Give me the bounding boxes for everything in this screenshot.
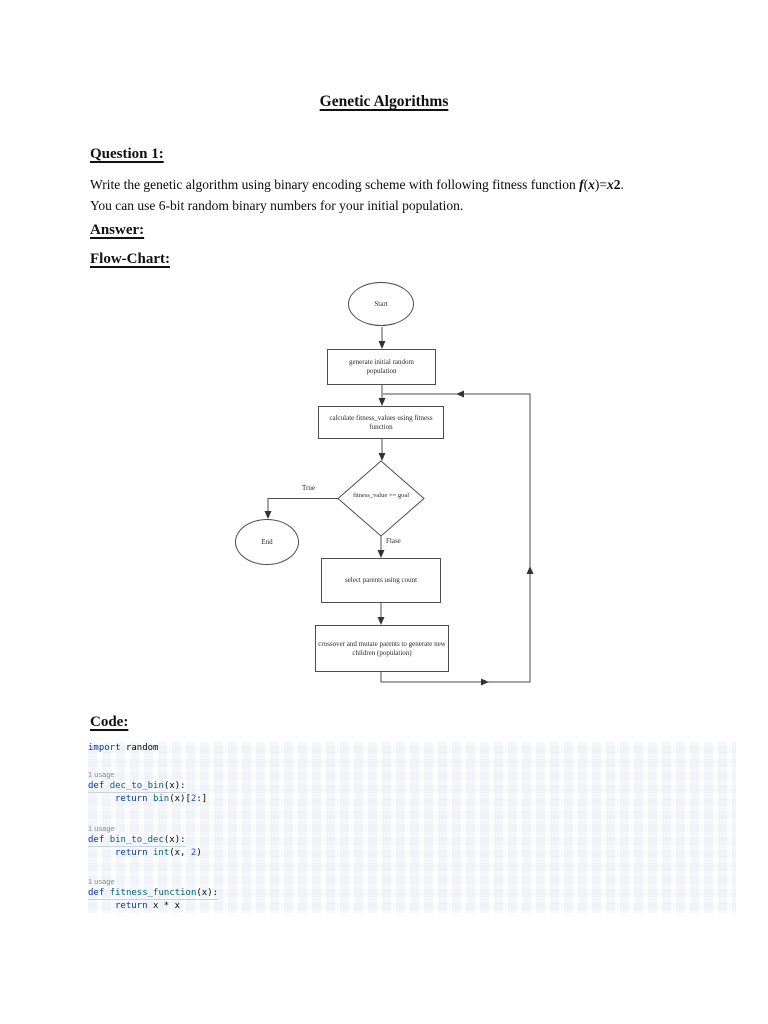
question-text-line1: Write the genetic algorithm using binary… — [90, 177, 624, 192]
answer-heading: Answer: — [90, 222, 145, 238]
question-text-line2: You can use 6-bit random binary numbers … — [90, 198, 464, 213]
flow-node-calculate-fitness: calculate fitness_values using fitness f… — [318, 406, 444, 439]
usage-hint: 1 usage — [88, 770, 115, 779]
code-line-return-bin: return bin(x)[2:] — [115, 794, 208, 804]
flow-edge-label-false: Flase — [386, 537, 401, 545]
usage-hint: 1 usage — [88, 824, 115, 833]
code-line-return-xx: return x * x — [115, 901, 181, 911]
usage-hint: 1 usage — [88, 877, 115, 886]
flow-node-crossover-mutate: crossover and mutate parents to generate… — [315, 625, 449, 672]
code-line-def-dec-to-bin: def dec_to_bin(x): — [88, 781, 186, 793]
code-heading: Code: — [90, 714, 129, 730]
page-title: Genetic Algorithms — [319, 93, 449, 110]
question-heading: Question 1: — [90, 146, 164, 162]
code-line-return-int: return int(x, 2) — [115, 848, 202, 858]
flow-edge-label-true: True — [302, 484, 315, 492]
flow-node-start: Start — [348, 282, 414, 326]
flow-node-decision: fitness_value == goal — [352, 492, 410, 499]
code-line-def-bin-to-dec: def bin_to_dec(x): — [88, 835, 186, 847]
flow-node-generate-population: generate initial random population — [327, 349, 436, 385]
flow-node-select-parents: select parents using count — [321, 558, 441, 603]
code-line-import: import random — [88, 743, 159, 753]
code-block: import random 1 usage def dec_to_bin(x):… — [88, 742, 736, 913]
flowchart-heading: Flow-Chart: — [90, 251, 170, 267]
code-line-def-fitness-function: def fitness_function(x): — [88, 888, 219, 900]
flow-node-end: End — [235, 519, 299, 565]
